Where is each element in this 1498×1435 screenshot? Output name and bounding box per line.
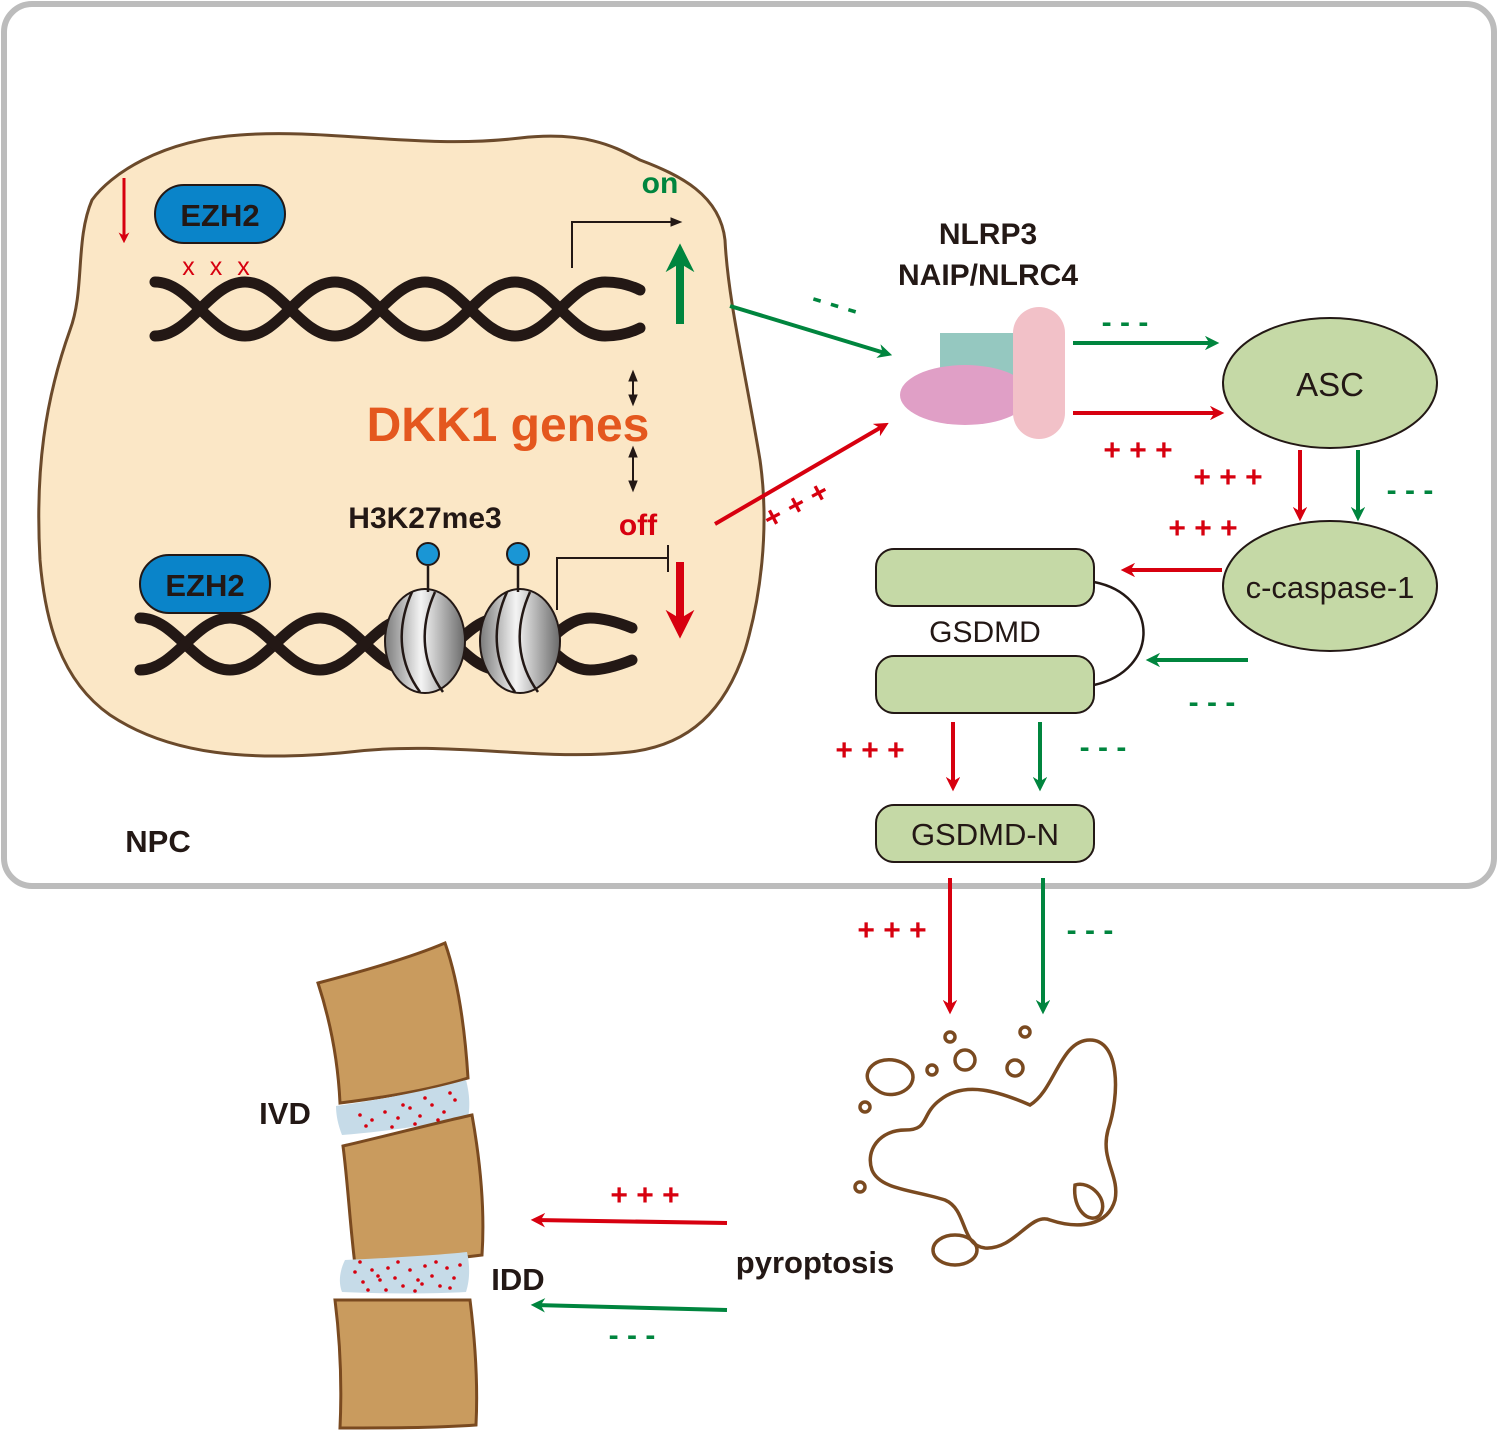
state-on-label: on (642, 167, 679, 200)
ezh2-top-badge (154, 184, 286, 244)
sign-down-inflammasome-asc: - - - (1102, 306, 1149, 339)
sign-up-gsdmdn-pyroptosis: + + + (857, 914, 926, 947)
caspase-node (1222, 520, 1438, 652)
ivd-label: IVD (259, 1096, 311, 1131)
sign-up-gsdmd-gsdmdn: + + + (835, 734, 904, 767)
gsdmd-node (875, 548, 1145, 714)
asc-label: ASC (1296, 366, 1364, 403)
ezh2-bottom-badge (139, 554, 271, 614)
vertebra-bottom (333, 1298, 479, 1430)
methylation-mark-2 (506, 542, 530, 592)
sign-down-caspase-gsdmd: - - - (1189, 686, 1236, 719)
idd-label: IDD (491, 1262, 544, 1297)
ezh2-top-label: EZH2 (180, 198, 259, 233)
gsdmd-n-node (875, 804, 1095, 863)
vertebra-middle (341, 1113, 485, 1267)
sign-down-gsdmd-gsdmdn: - - - (1080, 731, 1127, 764)
sign-up-caspase-gsdmd: + + + (1168, 512, 1237, 545)
dna-helix-top (149, 276, 646, 342)
sign-down-asc-caspase: - - - (1387, 474, 1434, 507)
arrow-pyroptosis-to-idd-red (530, 1212, 728, 1228)
sign-down-gsdmdn-pyroptosis: - - - (1067, 914, 1114, 947)
sign-up-inflammasome-asc: + + + (1103, 434, 1172, 467)
tss-on-arrow (571, 217, 683, 268)
arrow-gene-off-to-inflammasome (713, 422, 889, 526)
inflammasome-complex (900, 307, 1065, 439)
arrow-pyroptosis-to-idd-green (530, 1298, 728, 1313)
tss-off-block (556, 545, 669, 610)
sign-up-pyroptosis-idd: + + + (610, 1179, 679, 1212)
gene-title: DKK1 genes (367, 399, 650, 452)
inflammasome-label-1: NLRP3 (939, 218, 1037, 251)
gsdmd-label: GSDMD (929, 616, 1041, 649)
disc-healthy (336, 1080, 470, 1135)
ezh2-bottom-label: EZH2 (165, 568, 244, 603)
pyroptosis-label: pyroptosis (736, 1245, 894, 1280)
gsdmd-n-label: GSDMD-N (911, 817, 1059, 852)
spine (316, 940, 485, 1430)
cell-label: NPC (125, 824, 190, 859)
nucleosome-2 (479, 588, 561, 694)
sign-up-asc-caspase: + + + (1193, 461, 1262, 494)
ruptured-cell (853, 1025, 1118, 1267)
inflammasome-label-2: NAIP/NLRC4 (898, 259, 1078, 292)
state-off-label: off (619, 509, 658, 542)
methylation-mark-1 (416, 542, 440, 592)
histone-mark-label: H3K27me3 (348, 502, 501, 535)
disc-healthy-dots (358, 1091, 457, 1129)
blocked-marks: x x x (182, 253, 253, 281)
sign-down-pyroptosis-idd: - - - (609, 1319, 656, 1352)
disc-degenerated-dots (353, 1260, 462, 1293)
vertebra-top (316, 940, 470, 1105)
caspase-label: c-caspase-1 (1246, 570, 1415, 605)
asc-node (1222, 317, 1438, 449)
arrow-gene-on-to-inflammasome (729, 304, 893, 358)
nucleosome-1 (384, 588, 466, 694)
